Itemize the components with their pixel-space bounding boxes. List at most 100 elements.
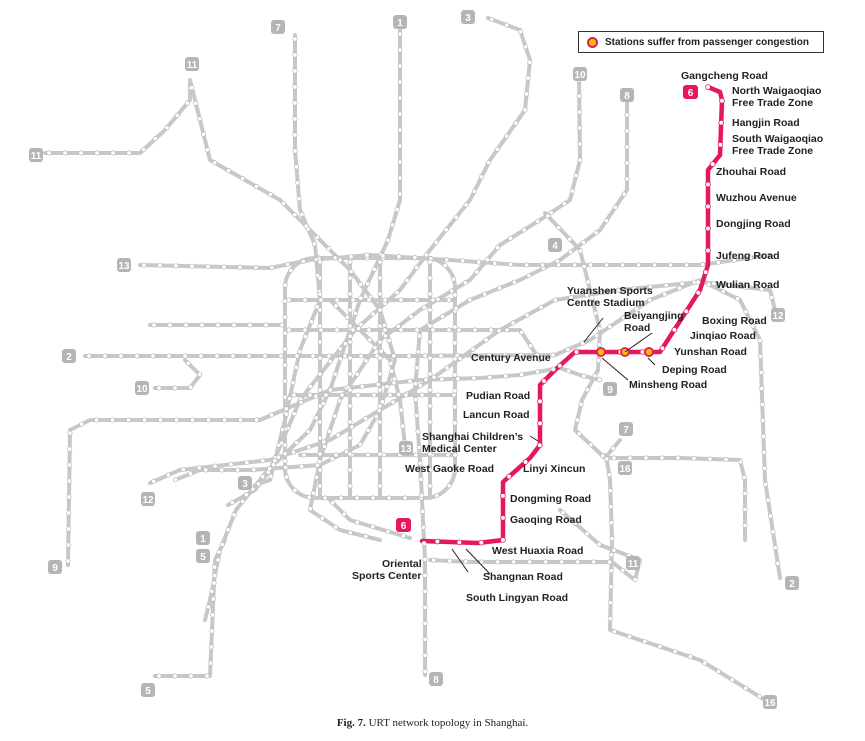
station-dot [433, 239, 439, 245]
station-dot [647, 297, 653, 303]
station-dot [339, 392, 345, 398]
station-dot [327, 387, 333, 393]
station-dot [307, 392, 313, 398]
line-badge [185, 57, 199, 71]
station-dot [550, 366, 556, 372]
station-dot [421, 304, 427, 310]
station-dot [333, 452, 339, 458]
station-dot [406, 353, 412, 359]
station-dot [577, 141, 583, 147]
station-dot [282, 442, 288, 448]
line-6-station-dot [683, 308, 690, 315]
station-dot [212, 573, 218, 579]
station-dot [545, 213, 551, 219]
station-dot [377, 451, 383, 457]
station-dot [463, 202, 469, 208]
station-dot [662, 291, 668, 297]
station-dot [569, 188, 575, 194]
station-dot [691, 455, 697, 461]
station-dot [282, 346, 288, 352]
station-dot [452, 356, 458, 362]
station-dot [430, 327, 436, 333]
station-dot [419, 492, 425, 498]
line-badge-label: 7 [623, 425, 629, 436]
station-dot [385, 237, 391, 243]
station-dot [742, 490, 748, 496]
station-dot [253, 184, 259, 190]
station-dot [376, 407, 382, 413]
network-lines [43, 16, 782, 702]
station-dot [354, 495, 360, 501]
station-dot [199, 322, 205, 328]
station-dot [377, 483, 383, 489]
station-dot [415, 349, 421, 355]
station-dot [355, 392, 361, 398]
station-dot [519, 329, 525, 335]
station-dot [314, 474, 320, 480]
station-dot [363, 533, 369, 539]
station-dot [188, 673, 194, 679]
station-dot [702, 660, 708, 666]
station-dot [347, 307, 353, 313]
line-6-station-dot [705, 225, 711, 232]
congestion-marker-icon [587, 36, 598, 48]
station-dot [756, 694, 762, 700]
station-dot [609, 536, 615, 542]
station-dot [487, 374, 493, 380]
station-dot [455, 376, 461, 382]
station-dot [419, 392, 425, 398]
station-dot [332, 255, 338, 261]
station-dot [313, 393, 319, 399]
station-dot [390, 399, 396, 405]
station-dot [326, 353, 332, 359]
station-dot [397, 191, 403, 197]
line-6-station-dot [705, 84, 711, 90]
station-dot [775, 560, 781, 566]
station-dot [762, 465, 768, 471]
station-dot [422, 636, 428, 642]
station-dot [311, 241, 317, 247]
station-dot [413, 452, 419, 458]
station-dot [508, 261, 514, 267]
line-5-track [153, 538, 227, 678]
station-dot [66, 494, 72, 500]
label-leaders [451, 317, 656, 575]
station-dot [377, 259, 383, 265]
station-dot [371, 392, 377, 398]
station-dot [451, 392, 457, 398]
station-dot [158, 417, 164, 423]
station-dot [631, 286, 637, 292]
line-13-south [328, 298, 407, 448]
line-badge [393, 15, 407, 29]
station-dot [377, 435, 383, 441]
station-dot [317, 355, 323, 361]
label-gangcheng-road: Gangcheng Road [681, 70, 768, 82]
station-dot [604, 262, 610, 268]
line-badge-label: 13 [118, 261, 130, 272]
station-dot [110, 417, 116, 423]
station-dot [607, 616, 613, 622]
station-dot [403, 392, 409, 398]
line-badge-label: 2 [66, 352, 72, 363]
line-badge [399, 441, 413, 455]
station-dot [347, 387, 353, 393]
station-dot [377, 339, 383, 345]
station-dot [65, 542, 71, 548]
station-dot [310, 490, 316, 496]
station-dot [389, 368, 395, 374]
station-dot [743, 284, 749, 290]
station-dot [347, 467, 353, 473]
line-badge-label: 2 [789, 579, 795, 590]
station-dot [759, 401, 765, 407]
station-dot [337, 257, 343, 263]
line-6-station-dot [718, 119, 724, 126]
station-dot [172, 673, 178, 679]
line-badge-label: 1 [397, 18, 403, 29]
station-dot [642, 639, 648, 645]
station-dot [731, 257, 737, 263]
station-dot [768, 513, 774, 519]
station-dot [201, 131, 207, 137]
station-dot [483, 337, 489, 343]
station-dot [349, 424, 355, 430]
station-dot [584, 387, 590, 393]
